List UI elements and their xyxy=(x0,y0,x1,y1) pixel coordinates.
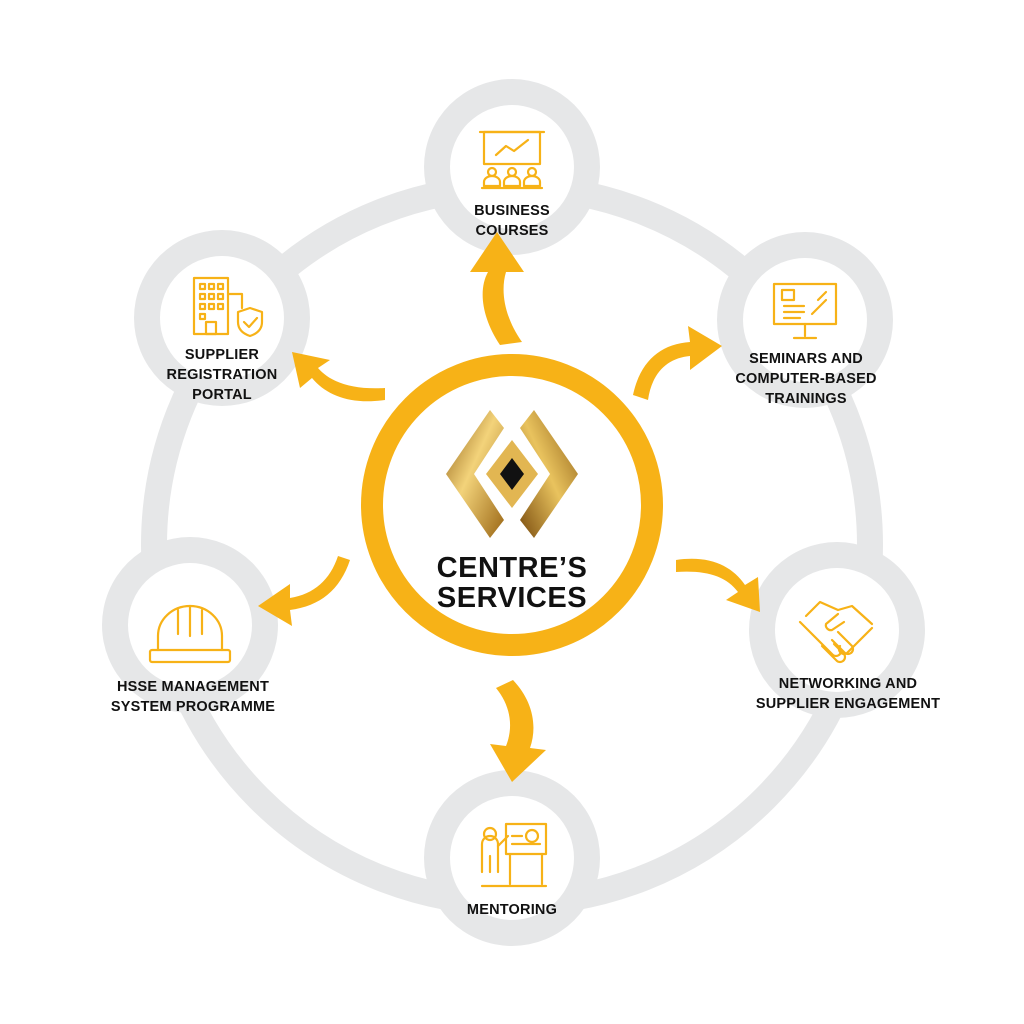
arrows xyxy=(258,232,760,782)
building-shield-icon xyxy=(192,276,264,338)
mentor-presenting-icon xyxy=(480,822,548,888)
handshake-icon xyxy=(798,600,874,664)
node-supplier-registration xyxy=(134,230,310,406)
label-line: SYSTEM PROGRAMME xyxy=(110,699,276,715)
node-mentoring xyxy=(424,770,600,946)
computer-training-icon xyxy=(772,282,838,340)
label-line: TRAININGS xyxy=(765,391,847,407)
centre-logo-icon xyxy=(446,410,578,538)
label-line: NETWORKING AND xyxy=(778,676,918,692)
label-supplier-registration: SUPPLIER REGISTRATION PORTAL xyxy=(167,345,278,405)
label-business-courses: BUSINESS COURSES xyxy=(474,201,550,241)
label-line: SEMINARS AND xyxy=(749,351,863,367)
arrow-seminars xyxy=(633,326,722,400)
center-title-line2: SERVICES xyxy=(436,582,588,614)
arrow-hsse xyxy=(258,556,350,626)
center-title-line1: CENTRE’S xyxy=(436,552,588,584)
arrow-mentoring xyxy=(490,680,546,782)
label-line: REGISTRATION xyxy=(166,367,278,383)
center-title: CENTRE’S SERVICES xyxy=(437,553,588,613)
label-line: COURSES xyxy=(475,223,549,239)
arrow-business-courses xyxy=(470,232,524,345)
hard-hat-icon xyxy=(148,604,232,664)
label-networking: NETWORKING AND SUPPLIER ENGAGEMENT xyxy=(756,674,940,714)
label-mentoring: MENTORING xyxy=(467,900,557,920)
presentation-audience-icon xyxy=(478,130,546,190)
label-line: SUPPLIER ENGAGEMENT xyxy=(755,696,941,712)
label-line: SUPPLIER xyxy=(184,347,260,363)
label-line: HSSE MANAGEMENT xyxy=(116,679,270,695)
label-line: COMPUTER-BASED xyxy=(735,371,877,387)
label-line: BUSINESS xyxy=(474,203,550,219)
label-seminars: SEMINARS AND COMPUTER-BASED TRAININGS xyxy=(735,349,876,409)
arrow-supplier-registration xyxy=(292,352,385,402)
label-hsse: HSSE MANAGEMENT SYSTEM PROGRAMME xyxy=(111,677,275,717)
label-line: MENTORING xyxy=(466,902,558,918)
arrow-networking xyxy=(676,558,760,612)
label-line: PORTAL xyxy=(192,387,252,403)
node-networking xyxy=(749,542,925,718)
